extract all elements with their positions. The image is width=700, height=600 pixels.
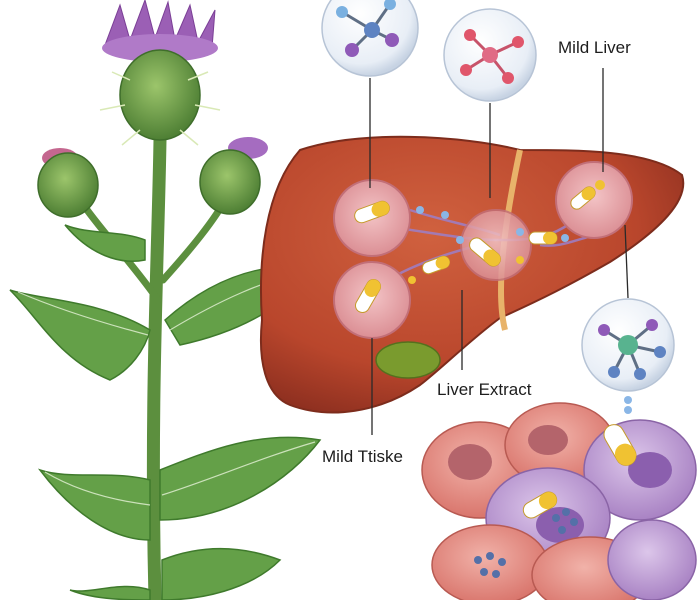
capsules-liver <box>354 186 596 314</box>
leader-lines <box>369 68 629 435</box>
label-mild-liver: Mild Liver <box>558 38 631 57</box>
capsule-icon <box>355 278 381 314</box>
molecule-bubble-top-left <box>321 0 419 77</box>
capsule-icon <box>570 186 596 210</box>
capsule-icon <box>522 491 558 519</box>
thistle-right-bud <box>199 137 268 215</box>
capsule-icon <box>603 424 637 466</box>
capsule-icon <box>421 255 451 275</box>
thistle-main-flower <box>99 0 221 146</box>
thistle-left-bud <box>37 148 99 218</box>
capsule-icon <box>469 237 501 267</box>
liver-cell-cluster <box>421 396 697 600</box>
liver-molecule-dots <box>408 180 605 284</box>
tissue-section-center <box>460 209 532 281</box>
molecule-bubble-top-center <box>443 8 537 102</box>
label-liver-extract: Liver Extract <box>437 380 532 399</box>
molecule-bubble-right <box>581 298 675 392</box>
capsule-icon <box>354 200 390 224</box>
tissue-section-right <box>555 161 633 239</box>
capsule-icon <box>528 231 558 245</box>
label-mild-ttiske: Mild Ttiske <box>322 447 403 466</box>
gallbladder <box>375 341 441 379</box>
